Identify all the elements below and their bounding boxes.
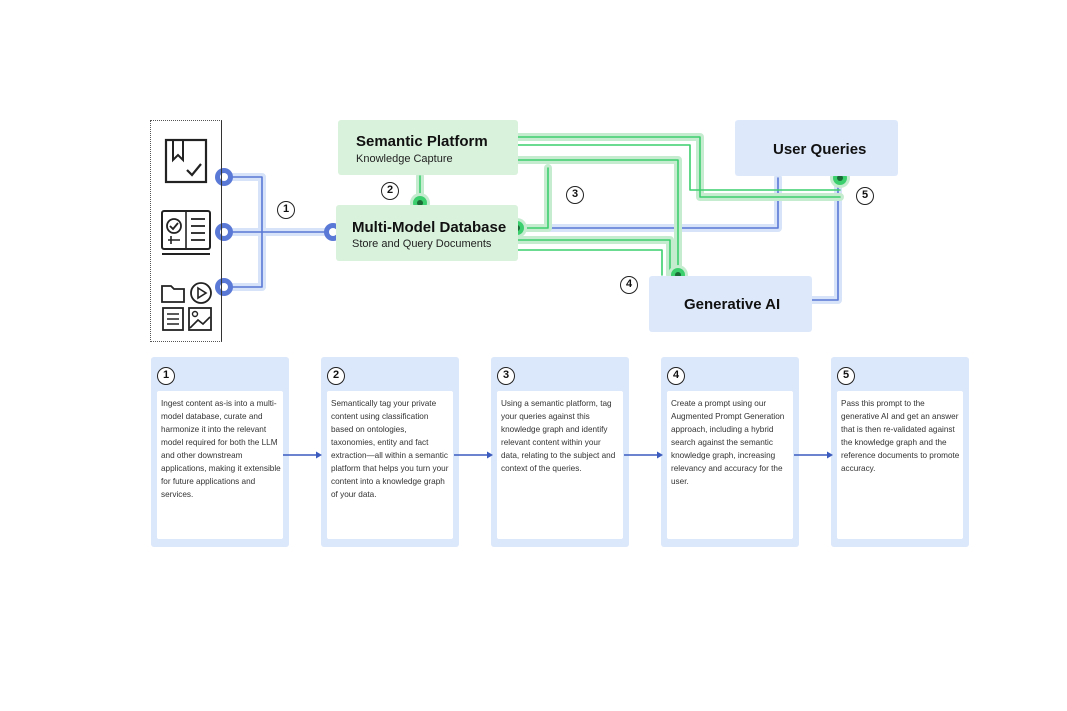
step-card-3: 3 Using a semantic platform, tag your qu… xyxy=(491,357,629,547)
user-queries-title: User Queries xyxy=(773,141,867,158)
generative-ai-title: Generative AI xyxy=(684,296,781,313)
step-description: Semantically tag your private content us… xyxy=(331,399,449,499)
arrow-right-icon xyxy=(454,451,493,459)
diagram-badge-5: 5 xyxy=(856,187,874,205)
diagram-badge-2: 2 xyxy=(381,182,399,200)
multi-model-database-box: Multi-Model Database Store and Query Doc… xyxy=(336,205,518,261)
step-number: 1 xyxy=(157,367,175,385)
user-queries-box: User Queries xyxy=(735,120,898,176)
arrow-right-icon xyxy=(624,451,663,459)
step-description: Create a prompt using our Augmented Prom… xyxy=(671,399,785,486)
step-number: 4 xyxy=(667,367,685,385)
ingest-connectors xyxy=(220,173,336,291)
step-card-2: 2 Semantically tag your private content … xyxy=(321,357,459,547)
step-card-4: 4 Create a prompt using our Augmented Pr… xyxy=(661,357,799,547)
step-body: Using a semantic platform, tag your quer… xyxy=(497,391,623,539)
semantic-platform-title: Semantic Platform xyxy=(356,133,488,150)
content-sources-panel xyxy=(150,120,222,342)
step-description: Pass this prompt to the generative AI an… xyxy=(841,399,960,473)
diagram-badge-1: 1 xyxy=(277,201,295,219)
arrow-right-icon xyxy=(794,451,833,459)
checklist-document-icon xyxy=(161,210,211,255)
step-description: Using a semantic platform, tag your quer… xyxy=(501,399,616,473)
semantic-connectors xyxy=(416,133,844,279)
semantic-platform-subtitle: Knowledge Capture xyxy=(356,153,453,165)
step-number: 3 xyxy=(497,367,515,385)
step-body: Pass this prompt to the generative AI an… xyxy=(837,391,963,539)
bookmark-document-icon xyxy=(164,138,208,184)
step-number: 2 xyxy=(327,367,345,385)
step-description: Ingest content as-is into a multi-model … xyxy=(161,399,281,499)
step-card-5: 5 Pass this prompt to the generative AI … xyxy=(831,357,969,547)
media-files-icon xyxy=(161,282,212,331)
step-body: Semantically tag your private content us… xyxy=(327,391,453,539)
blue-connector-dots xyxy=(215,168,342,296)
multi-model-database-subtitle: Store and Query Documents xyxy=(352,238,492,250)
generative-ai-box: Generative AI xyxy=(649,276,812,332)
step-body: Create a prompt using our Augmented Prom… xyxy=(667,391,793,539)
diagram-badge-3: 3 xyxy=(566,186,584,204)
diagram-badge-4: 4 xyxy=(620,276,638,294)
step-number: 5 xyxy=(837,367,855,385)
multi-model-database-title: Multi-Model Database xyxy=(352,219,507,236)
step-body: Ingest content as-is into a multi-model … xyxy=(157,391,283,539)
arrow-right-icon xyxy=(283,451,322,459)
semantic-platform-box: Semantic Platform Knowledge Capture xyxy=(338,120,518,175)
step-card-1: 1 Ingest content as-is into a multi-mode… xyxy=(151,357,289,547)
